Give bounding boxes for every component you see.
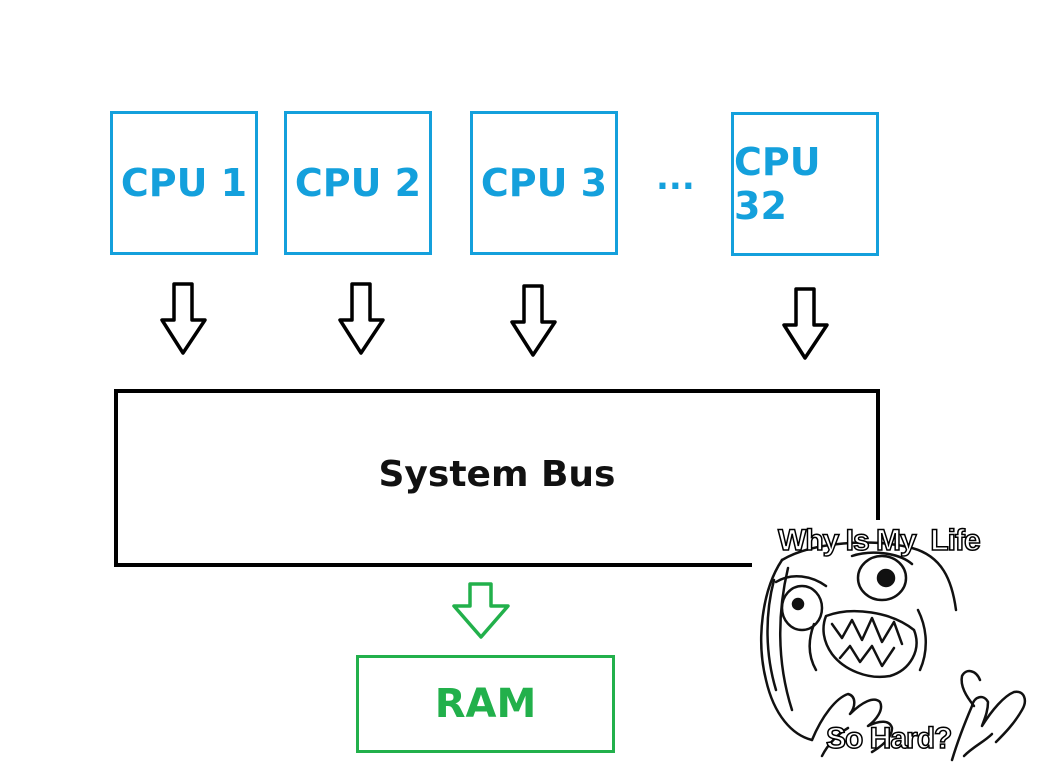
arrow-cpu32-to-bus (782, 287, 829, 360)
system-bus-box: System Bus (114, 389, 880, 567)
ram-label: RAM (434, 681, 537, 727)
meme-panel: Why Is My Life So Hard? (752, 520, 1038, 768)
ellipsis: ... (656, 158, 695, 198)
arrow-cpu1-to-bus (160, 282, 207, 355)
arrow-cpu2-to-bus (338, 282, 385, 355)
cpu-box-2: CPU 2 (284, 111, 432, 255)
arrow-bus-to-ram (452, 582, 510, 639)
rage-face-icon (760, 541, 1026, 762)
meme-bottom-text: So Hard? (825, 721, 953, 756)
ram-box: RAM (356, 655, 615, 753)
arrow-cpu3-to-bus (510, 284, 557, 357)
cpu-label: CPU 2 (294, 161, 422, 205)
cpu-box-1: CPU 1 (110, 111, 258, 255)
cpu-label: CPU 32 (734, 140, 821, 228)
meme-top-text: Why Is My Life (777, 523, 981, 558)
cpu-label: CPU 1 (120, 161, 248, 205)
system-bus-label: System Bus (378, 453, 616, 495)
cpu-box-32: CPU 32 (731, 112, 879, 256)
cpu-label: CPU 3 (480, 161, 608, 205)
cpu-box-3: CPU 3 (470, 111, 618, 255)
